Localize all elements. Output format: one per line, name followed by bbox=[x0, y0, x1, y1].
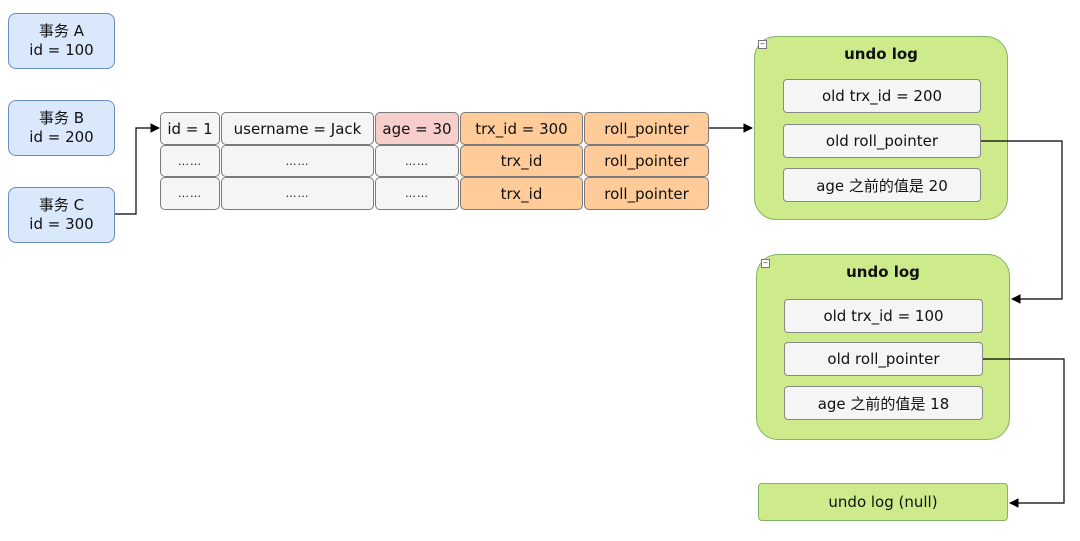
undo-log-1-old-age: age 之前的值是 20 bbox=[783, 168, 981, 202]
undo-log-2-old-trx-id: old trx_id = 100 bbox=[784, 299, 983, 333]
transaction-b-id: id = 200 bbox=[29, 128, 94, 146]
record-cell-placeholder: …… bbox=[221, 145, 374, 177]
record-cell-username: username = Jack bbox=[221, 112, 374, 145]
transaction-a-name: 事务 A bbox=[38, 22, 85, 40]
arrow-transaction-c-to-record bbox=[115, 123, 160, 215]
record-cell-trx-id: trx_id bbox=[460, 177, 583, 210]
arrow-undo-log-1-to-undo-log-2 bbox=[981, 140, 1063, 304]
record-cell-placeholder: …… bbox=[160, 177, 220, 210]
record-cell-placeholder: …… bbox=[221, 177, 374, 210]
undo-log-1-title: undo log bbox=[844, 45, 918, 63]
undo-log-null: undo log (null) bbox=[758, 483, 1008, 521]
record-cell-roll-pointer: roll_pointer bbox=[584, 145, 709, 177]
record-cell-roll-pointer: roll_pointer bbox=[584, 177, 709, 210]
undo-log-2-title: undo log bbox=[846, 263, 920, 281]
record-cell-roll-pointer: roll_pointer bbox=[584, 112, 709, 145]
transaction-b-name: 事务 B bbox=[38, 109, 85, 127]
record-cell-placeholder: …… bbox=[375, 145, 459, 177]
undo-log-2-old-roll-pointer: old roll_pointer bbox=[784, 342, 983, 376]
transaction-b: 事务 B id = 200 bbox=[8, 100, 115, 156]
transaction-c-id: id = 300 bbox=[29, 215, 94, 233]
record-cell-age: age = 30 bbox=[375, 112, 459, 145]
undo-log-1-old-roll-pointer: old roll_pointer bbox=[783, 124, 981, 158]
transaction-c: 事务 C id = 300 bbox=[8, 187, 115, 243]
transaction-a: 事务 A id = 100 bbox=[8, 13, 115, 69]
transaction-a-id: id = 100 bbox=[29, 41, 94, 59]
collapse-icon[interactable]: − bbox=[758, 40, 767, 49]
record-cell-trx-id: trx_id bbox=[460, 145, 583, 177]
record-cell-trx-id: trx_id = 300 bbox=[460, 112, 583, 145]
record-cell-placeholder: …… bbox=[160, 145, 220, 177]
record-cell-id: id = 1 bbox=[160, 112, 220, 145]
undo-log-1-old-trx-id: old trx_id = 200 bbox=[783, 79, 981, 113]
arrow-undo-log-2-to-null bbox=[983, 358, 1065, 508]
collapse-icon[interactable]: − bbox=[761, 259, 770, 268]
undo-log-2-old-age: age 之前的值是 18 bbox=[784, 386, 983, 420]
transaction-c-name: 事务 C bbox=[38, 196, 85, 214]
record-cell-placeholder: …… bbox=[375, 177, 459, 210]
